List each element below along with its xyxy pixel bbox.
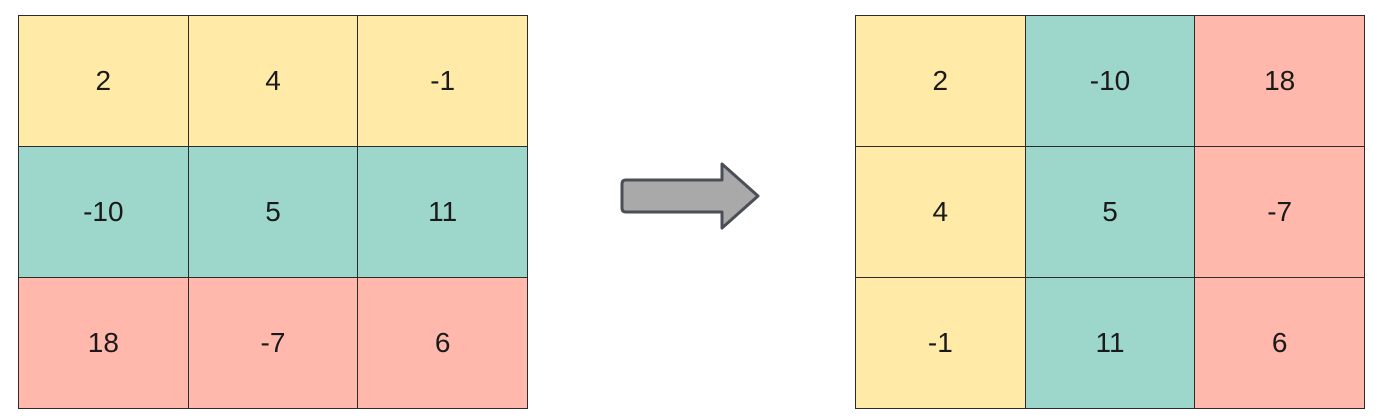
arrow-shape	[620, 162, 760, 230]
original-cell-r1c1: 2	[19, 16, 189, 147]
transposed-cell-r2c2: 5	[1025, 147, 1196, 278]
original-cell-r2c2: 5	[188, 147, 359, 278]
right-arrow-icon	[620, 162, 760, 230]
original-cell-r1c2: 4	[188, 16, 359, 147]
transposed-cell-r2c3: -7	[1195, 147, 1365, 278]
original-cell-r3c1: 18	[19, 278, 189, 409]
transposed-cell-r1c1: 2	[856, 16, 1026, 147]
transposed-cell-r3c3: 6	[1195, 278, 1365, 409]
original-cell-r3c3: 6	[358, 278, 528, 409]
original-cell-r2c3: 11	[358, 147, 528, 278]
transposed-matrix: 2 -10 18 4 5 -7 -1 11 6	[855, 15, 1365, 409]
transposed-cell-r1c3: 18	[1195, 16, 1365, 147]
original-matrix: 2 4 -1 -10 5 11 18 -7 6	[18, 15, 528, 409]
original-cell-r3c2: -7	[188, 278, 359, 409]
original-cell-r1c3: -1	[358, 16, 528, 147]
transposed-cell-r3c2: 11	[1025, 278, 1196, 409]
original-cell-r2c1: -10	[19, 147, 189, 278]
transposed-cell-r3c1: -1	[856, 278, 1026, 409]
transposed-cell-r1c2: -10	[1025, 16, 1196, 147]
transposed-cell-r2c1: 4	[856, 147, 1026, 278]
